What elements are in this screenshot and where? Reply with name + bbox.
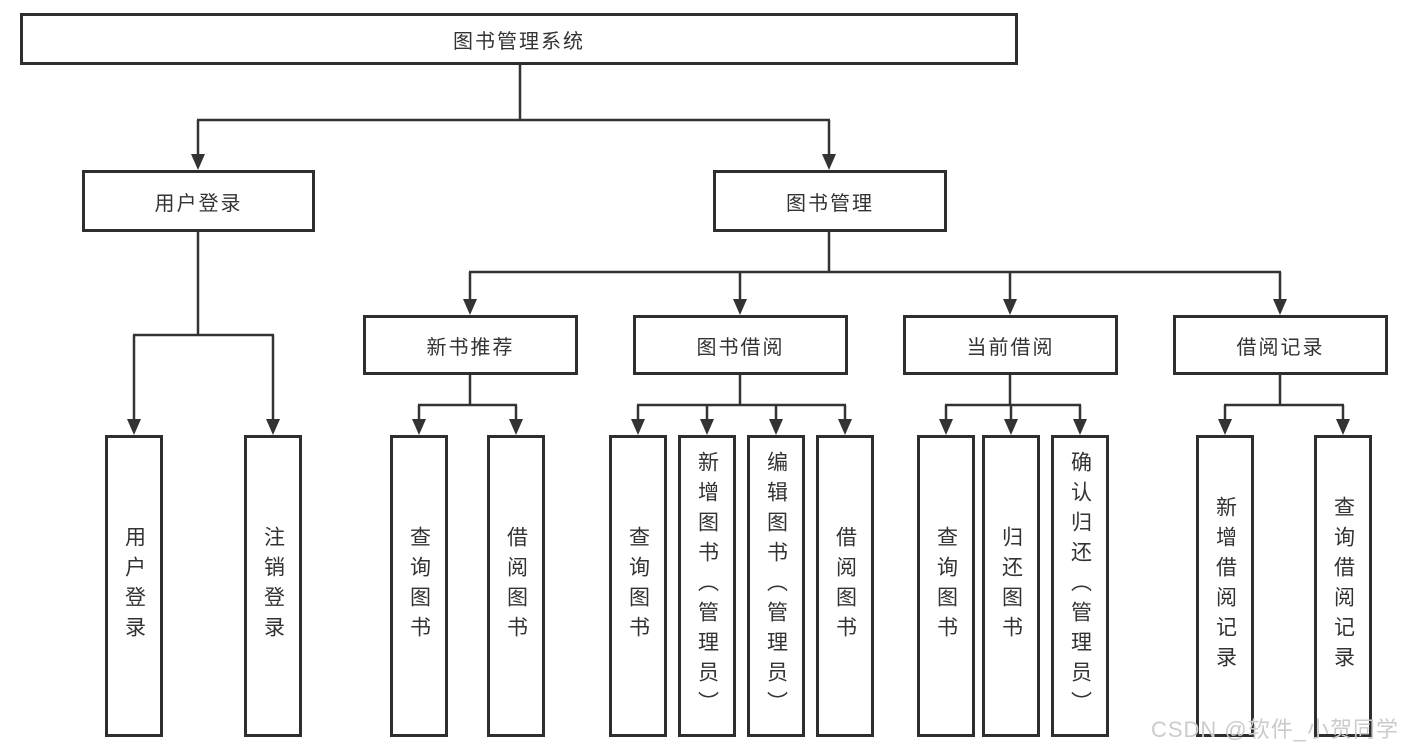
node-root: 图书管理系统 xyxy=(20,13,1018,65)
leaf-query-book-current: 查询图书 xyxy=(917,435,975,737)
node-user-login: 用户登录 xyxy=(82,170,315,232)
node-borrow-records-label: 借阅记录 xyxy=(1236,336,1325,359)
node-book-borrow: 图书借阅 xyxy=(633,315,848,375)
node-root-label: 图书管理系统 xyxy=(453,30,585,53)
leaf-borrow-book-recommend: 借阅图书 xyxy=(487,435,545,737)
node-book-borrow-label: 图书借阅 xyxy=(696,336,785,359)
leaf-query-book-borrow-label: 查询图书 xyxy=(626,526,650,646)
connector-lines xyxy=(132,65,1345,421)
leaf-query-book-recommend-label: 查询图书 xyxy=(407,526,431,646)
leaf-query-book-current-label: 查询图书 xyxy=(934,526,958,646)
leaf-query-borrow-record-label: 查询借阅记录 xyxy=(1331,496,1355,676)
leaf-borrow-book: 借阅图书 xyxy=(816,435,874,737)
leaf-return-book-label: 归还图书 xyxy=(999,526,1023,646)
leaf-borrow-book-recommend-label: 借阅图书 xyxy=(504,526,528,646)
leaf-add-borrow-record-label: 新增借阅记录 xyxy=(1213,496,1237,676)
csdn-watermark: CSDN @软件_小贺同学 xyxy=(1150,717,1399,742)
leaf-add-book-admin: 新增图书（管理员） xyxy=(678,435,736,737)
leaf-user-login: 用户登录 xyxy=(105,435,163,737)
leaf-query-book-recommend: 查询图书 xyxy=(390,435,448,737)
node-book-management-label: 图书管理 xyxy=(786,192,874,215)
node-new-book-recommend-label: 新书推荐 xyxy=(426,336,515,359)
leaf-query-book-borrow: 查询图书 xyxy=(609,435,667,737)
leaf-logout: 注销登录 xyxy=(244,435,302,737)
leaf-add-borrow-record: 新增借阅记录 xyxy=(1196,435,1254,737)
node-new-book-recommend: 新书推荐 xyxy=(363,315,578,375)
leaf-confirm-return-admin-label: 确认归还（管理员） xyxy=(1068,451,1092,721)
arrowheads xyxy=(127,154,1350,435)
leaf-logout-label: 注销登录 xyxy=(261,526,285,646)
leaf-user-login-label: 用户登录 xyxy=(122,526,146,646)
leaf-add-book-admin-label: 新增图书（管理员） xyxy=(695,451,719,721)
leaf-edit-book-admin-label: 编辑图书（管理员） xyxy=(764,451,788,721)
leaf-confirm-return-admin: 确认归还（管理员） xyxy=(1051,435,1109,737)
node-current-borrow: 当前借阅 xyxy=(903,315,1118,375)
leaf-query-borrow-record: 查询借阅记录 xyxy=(1314,435,1372,737)
leaf-return-book: 归还图书 xyxy=(982,435,1040,737)
node-borrow-records: 借阅记录 xyxy=(1173,315,1388,375)
node-current-borrow-label: 当前借阅 xyxy=(966,336,1055,359)
node-book-management: 图书管理 xyxy=(713,170,947,232)
leaf-borrow-book-label: 借阅图书 xyxy=(833,526,857,646)
node-user-login-label: 用户登录 xyxy=(154,192,243,215)
leaf-edit-book-admin: 编辑图书（管理员） xyxy=(747,435,805,737)
